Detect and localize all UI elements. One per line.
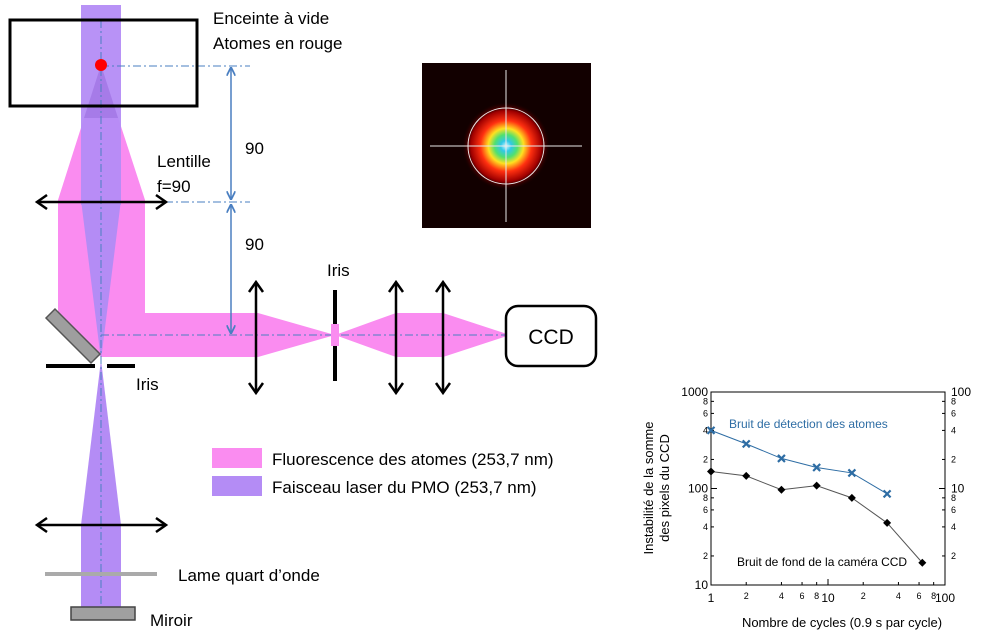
y-tick-label-left: 8 [703,493,708,503]
y-tick-label-left: 6 [703,408,708,418]
data-point-ccd [812,481,821,490]
series-label-atoms: Bruit de détection des atomes [729,417,888,431]
lens-label: Lentille [157,152,211,171]
chart-y-label-2: des pixels du CCD [657,434,672,542]
y-tick-label-right: 4 [951,522,956,532]
y-tick-label-left: 2 [703,551,708,561]
ccd-image [422,63,591,228]
data-point-atoms [882,489,892,499]
ccd-label: CCD [528,326,574,349]
y-tick-label-left: 4 [703,425,708,435]
legend-laser-label: Faisceau laser du PMO (253,7 nm) [272,478,537,497]
data-point-ccd [883,518,892,527]
data-point-ccd [742,471,751,480]
chart-x-label: Nombre de cycles (0.9 s par cycle) [742,615,942,630]
atoms-label: Atomes en rouge [213,34,342,53]
y-tick-label-left: 4 [703,522,708,532]
data-point-atoms [847,468,857,478]
legend-laser-swatch [212,476,262,496]
x-tick-label: 6 [917,591,922,601]
data-point-atoms [706,426,716,435]
iris-left-label: Iris [136,375,159,394]
y-tick-label-left: 2 [703,454,708,464]
mirror-label: Miroir [150,611,193,630]
legend-fluo-swatch [212,448,262,468]
y-tick-label-right: 6 [951,408,956,418]
data-point-ccd [777,485,786,494]
x-tick-label: 10 [821,591,835,605]
x-tick-label: 4 [896,591,901,601]
x-tick-label: 6 [800,591,805,601]
x-tick-label: 8 [814,591,819,601]
iris-opening [331,324,339,346]
data-point-ccd [918,558,927,567]
y-tick-label-right: 4 [951,425,956,435]
y-tick-label-right: 8 [951,396,956,406]
x-tick-label: 8 [931,591,936,601]
data-point-ccd [707,467,715,476]
y-tick-label-right: 2 [951,551,956,561]
data-point-atoms [777,454,786,463]
distance-bottom-label: 90 [245,235,264,254]
atoms-dot [95,59,107,71]
y-tick-label-left: 1000 [681,385,708,399]
y-tick-label-right: 6 [951,505,956,515]
waveplate-label: Lame quart d’onde [178,566,320,585]
lens-horizontal-bottom [34,516,169,534]
x-tick-label: 1 [708,591,715,605]
data-point-atoms [741,439,751,449]
y-tick-label-right: 100 [951,385,971,399]
series-line [710,429,888,495]
retro-mirror [70,606,136,621]
y-tick-label-left: 8 [703,396,708,406]
optical-axis [100,20,505,612]
x-tick-label: 4 [779,591,784,601]
x-tick-label: 100 [935,591,955,605]
iris-top-label: Iris [327,261,350,280]
series-label-ccd: Bruit de fond de la caméra CCD [737,555,907,569]
x-tick-label: 2 [744,591,749,601]
lens-focal-label: f=90 [157,177,191,196]
chamber-label: Enceinte à vide [213,9,329,28]
y-tick-label-left: 10 [695,578,709,592]
lens-vertical-3 [434,279,452,396]
data-point-atoms [812,463,821,472]
y-tick-label-right: 10 [951,482,965,496]
vacuum-chamber [8,18,199,108]
lens-vertical-1 [247,279,265,396]
lens-vertical-2 [387,279,405,396]
y-tick-label-right: 2 [951,454,956,464]
y-tick-label-left: 100 [688,482,708,496]
chart-y-label-1: Instabilité de la somme [641,422,656,555]
x-tick-label: 2 [861,591,866,601]
noise-chart-labels: Nombre de cycles (0.9 s par cycle) Insta… [641,417,942,630]
quarter-wave-plate [45,572,157,576]
ccd-camera [504,304,598,368]
y-tick-label-left: 6 [703,505,708,515]
legend-fluo-label: Fluorescence des atomes (253,7 nm) [272,450,554,469]
lens-horizontal-top [34,193,169,211]
data-point-ccd [847,493,856,502]
distance-top-label: 90 [245,139,264,158]
y-tick-label-right: 8 [951,493,956,503]
dichroic-mirror [44,307,102,365]
iris-left-blade [46,364,95,368]
iris-right-blade [107,364,135,368]
